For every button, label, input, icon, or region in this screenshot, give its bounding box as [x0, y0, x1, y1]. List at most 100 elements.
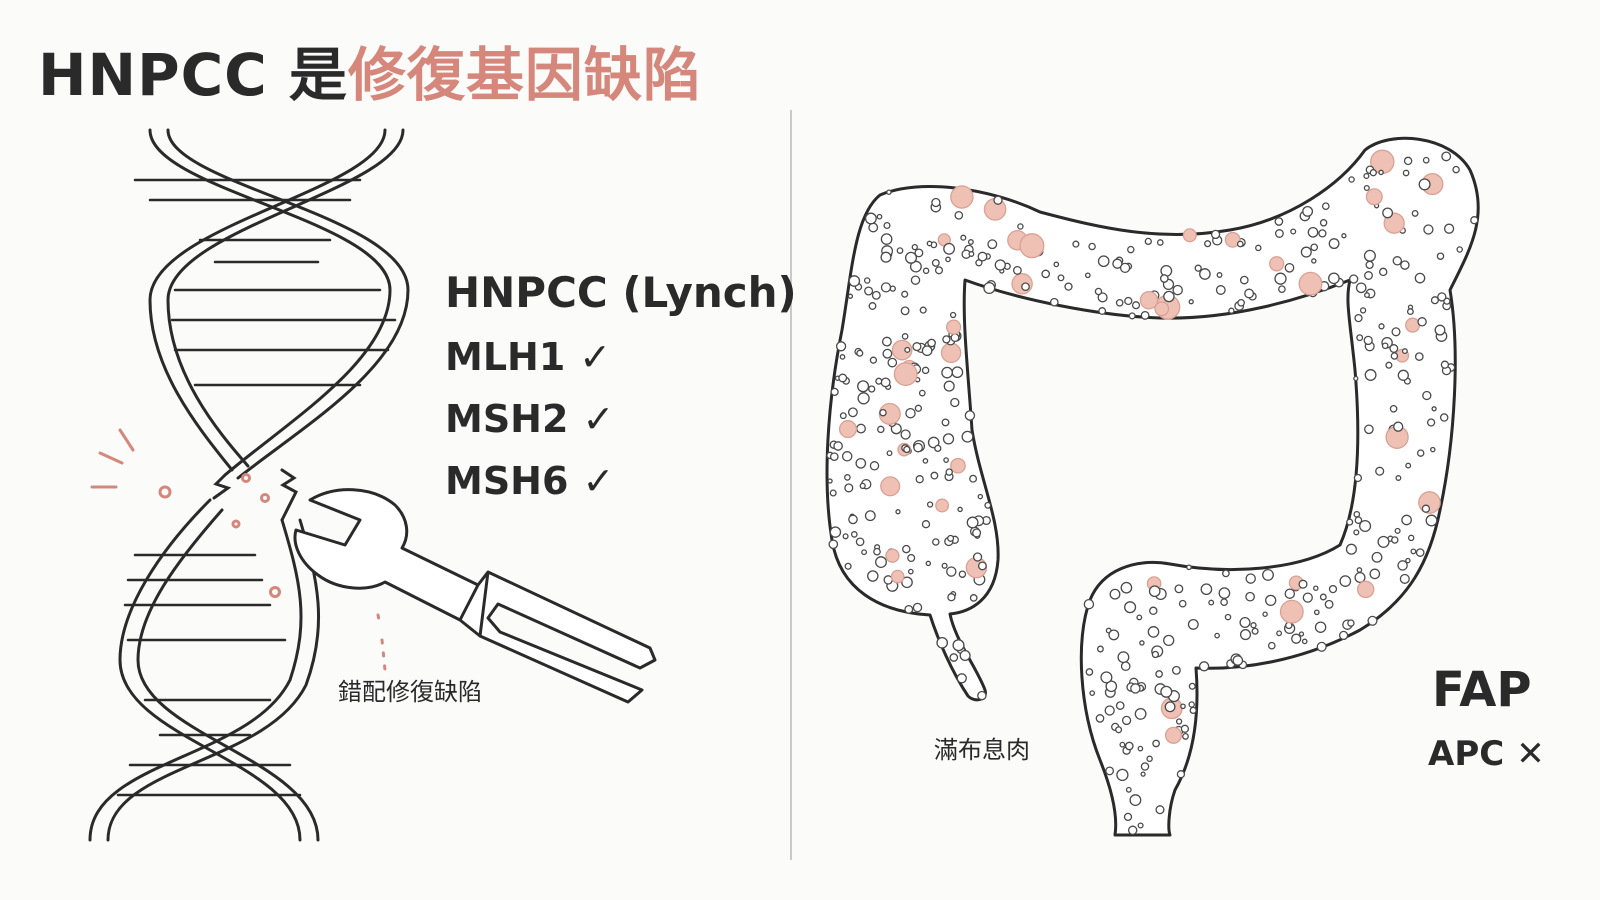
polyp-dot [830, 387, 839, 397]
polyp-dot [880, 282, 892, 293]
polyp-dot [857, 380, 870, 393]
polyp-dot [1137, 822, 1144, 829]
polyp-dot [1393, 421, 1404, 432]
polyp-dot [945, 319, 962, 335]
polyp-dot [1316, 641, 1327, 652]
polyp-dot [1274, 217, 1284, 226]
polyp-dot [1174, 584, 1184, 594]
polyp-dot [1298, 271, 1323, 296]
polyp-dot [925, 560, 932, 567]
polyp-dot [904, 251, 918, 264]
title-prefix: HNPCC 是 [38, 41, 348, 109]
polyp-dot [1354, 516, 1363, 525]
polyp-dot [835, 341, 847, 352]
polyp-dot [1276, 630, 1283, 637]
polyp-dot [861, 549, 868, 556]
polyp-dot [1137, 745, 1144, 752]
polyp-dot [1365, 188, 1383, 206]
title-accent: 修復基因缺陷 [347, 41, 702, 109]
polyp-dot [901, 290, 909, 298]
polyp-dot [885, 548, 900, 563]
polyp-dot [1119, 262, 1131, 274]
polyp-dot [984, 501, 992, 509]
polyp-dot [1262, 611, 1268, 617]
polyp-dot [829, 489, 837, 497]
polyp-dot [880, 251, 892, 263]
polyp-dot [1120, 661, 1131, 672]
polyp-dot [1369, 568, 1381, 580]
polyp-dot [1140, 310, 1150, 320]
polyp-dot [844, 483, 854, 493]
polyp-dot [977, 690, 987, 701]
polyp-dot [1255, 244, 1262, 252]
polyp-dot [941, 562, 948, 569]
polyp-dot [1100, 671, 1113, 684]
polyp-dot [1378, 267, 1388, 277]
polyp-dot [945, 256, 951, 263]
polyp-dot [1105, 766, 1115, 776]
polyp-dot [879, 408, 887, 417]
polyp-dot [1089, 690, 1096, 696]
polyp-dot [1139, 290, 1159, 310]
polyp-dot [1085, 668, 1094, 676]
polyp-dot [1378, 323, 1385, 330]
polyp-dot [1097, 255, 1110, 268]
polyp-dot [1377, 535, 1390, 548]
polyp-dot [856, 349, 864, 357]
polyp-dot [1105, 680, 1118, 693]
polyp-dot [878, 402, 901, 425]
polyp-dot [1389, 404, 1398, 413]
polyp-dot [1164, 726, 1183, 744]
polyp-dot [1421, 504, 1431, 513]
polyp-dot [1443, 223, 1455, 234]
polyp-dot [859, 482, 866, 490]
polyp-dot [1434, 324, 1446, 336]
check-icon: ✓ [582, 397, 615, 441]
polyp-dot [1210, 229, 1221, 240]
polyp-dot [915, 475, 924, 484]
polyp-dot [1123, 812, 1133, 822]
polyp-dot [972, 552, 983, 562]
polyp-dot [1151, 650, 1160, 659]
polyp-dot [972, 528, 982, 538]
polyp-dot [1125, 786, 1132, 793]
polyp-dot [880, 377, 891, 388]
polyp-dot [829, 452, 839, 462]
polyp-dot [1109, 588, 1121, 600]
polyp-dot [1159, 274, 1169, 283]
polyp-dot [1011, 273, 1033, 295]
polyp-dot [1115, 726, 1123, 734]
polyp-dot [1411, 209, 1419, 217]
polyp-dot [1115, 701, 1125, 710]
polyp-dot [1232, 655, 1244, 666]
polyp-dot [977, 493, 984, 500]
polyp-dot [1353, 529, 1360, 536]
polyp-dot [1319, 219, 1328, 227]
polyp-dot [1311, 258, 1317, 264]
gene-list: HNPCC (Lynch) MLH1✓ MSH2✓ MSH6✓ [445, 268, 797, 503]
polyp-dot [1155, 805, 1165, 815]
polyp-dot [1355, 282, 1367, 294]
polyp-dot [1441, 151, 1452, 162]
polyp-dot [922, 267, 930, 275]
polyp-dot [1019, 233, 1045, 259]
polyp-dot [1290, 228, 1297, 235]
polyp-dot [930, 471, 939, 480]
polyp-dot [951, 366, 964, 379]
polyp-dot [1188, 299, 1194, 305]
polyp-dot [941, 366, 953, 379]
polyp-dot [1104, 705, 1115, 716]
polyp-dot [987, 239, 998, 250]
polyp-dot [891, 339, 913, 361]
polyps-caption: 滿布息肉 [934, 736, 1030, 764]
gene-name: MSH6 [445, 459, 569, 503]
polyp-dot [1176, 770, 1186, 779]
polyp-dot [1418, 178, 1431, 191]
polyp-dot [841, 451, 853, 462]
polyp-dot [1140, 762, 1150, 771]
polyp-dot [1175, 718, 1183, 725]
polyp-dot [1365, 260, 1374, 270]
polyp-dot [983, 281, 996, 295]
polyp-dot [901, 333, 909, 340]
polyp-dot [1437, 292, 1447, 302]
